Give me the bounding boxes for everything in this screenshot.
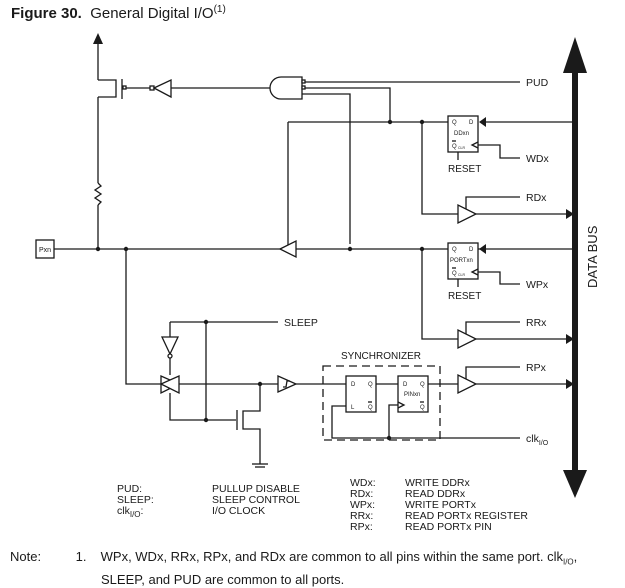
synchronizer-box <box>322 365 441 441</box>
note-line-2: SLEEP, and PUD are common to all ports. <box>101 571 345 587</box>
legend-value: PULLUP DISABLE <box>212 483 300 495</box>
junction-dot <box>95 246 101 252</box>
pullup-resistor <box>93 97 103 249</box>
legend-row: SLEEP: SLEEP CONTROL <box>117 495 300 506</box>
latch-q: Q <box>368 382 373 388</box>
portxn-q: Q <box>452 247 457 253</box>
ddxn-q: Q <box>452 120 457 126</box>
rrx-label: RRx <box>526 317 547 329</box>
legend-key: RPx: <box>350 521 373 533</box>
rpx-read-buffer <box>428 366 574 395</box>
junction-dot <box>387 119 393 125</box>
legend-value: WRITE PORTx <box>405 499 476 511</box>
ddxn-d: D <box>469 120 474 126</box>
figure-note: Note: 1. WPx, WDx, RRx, RPx, and RDx are … <box>10 548 625 588</box>
legend-key: RRx: <box>350 510 374 522</box>
figure-number: Figure 30. <box>11 5 82 22</box>
ddxn-qbar: Q <box>452 144 457 150</box>
latch-l: L <box>351 405 355 411</box>
figure-title: Figure 30. General Digital I/O(1) <box>11 4 226 22</box>
pullup-pmos-transistor <box>98 79 150 99</box>
ddxn-reset-label: RESET <box>448 164 481 175</box>
pinxn-qbar: Q <box>420 405 425 411</box>
legend-row: WPx: WRITE PORTx <box>350 500 528 511</box>
rdx-read-buffer <box>421 122 574 225</box>
latch-d: D <box>351 382 356 388</box>
note-line-1: Note: 1. WPx, WDx, RRx, RPx, and RDx are … <box>10 548 625 571</box>
synchronizer-label: SYNCHRONIZER <box>341 351 421 362</box>
note-text: WPx, WDx, RRx, RPx, and RDx are common t… <box>100 549 563 564</box>
wpx-label: WPx <box>526 279 549 291</box>
legend-value: READ PORTx PIN <box>405 521 492 533</box>
wdx-label: WDx <box>526 153 549 165</box>
legend-row: RPx: READ PORTx PIN <box>350 522 528 533</box>
sleep-inverter <box>160 322 180 375</box>
rdx-label: RDx <box>526 192 547 204</box>
portxn-name: PORTxn <box>450 258 473 264</box>
rpx-label: RPx <box>526 362 547 374</box>
pinxn-name: PINxn <box>404 392 420 398</box>
sync-latch: D Q L Q <box>345 375 377 413</box>
legend-value: READ DDRx <box>405 488 466 500</box>
legend-value: I/O CLOCK <box>212 505 266 517</box>
sleep-nmos-transistor <box>206 384 261 464</box>
pin-pxn: Pxn <box>35 239 282 259</box>
ddxn-register: Q D DDxn Q CLR <box>447 115 574 160</box>
pullup-inverter <box>149 78 274 99</box>
note-label: Note: <box>10 549 42 564</box>
data-bus <box>563 37 587 498</box>
legend-right: WDx: WRITE DDRx RDx: READ DDRx WPx: WRITE P… <box>350 478 528 533</box>
legend-row: RRx: READ PORTx REGISTER <box>350 511 528 522</box>
legend-key: SLEEP: <box>117 494 154 506</box>
legend-value: READ PORTx REGISTER <box>405 510 528 522</box>
legend-value: SLEEP CONTROL <box>212 494 300 506</box>
latch-qbar: Q <box>368 405 373 411</box>
ground-symbol <box>252 463 268 468</box>
vcc-supply-arrow <box>93 33 103 80</box>
portxn-register: Q D PORTxn Q CLR <box>447 242 520 287</box>
note-sub: I/O <box>562 557 574 567</box>
pinxn-q: Q <box>420 382 425 388</box>
legend-row: clkI/O: I/O CLOCK <box>117 505 300 520</box>
legend-key: WPx: <box>350 499 376 511</box>
legend-key: PUD: <box>117 483 143 495</box>
legend-key: WDx: <box>350 477 376 489</box>
portxn-d: D <box>469 247 474 253</box>
legend-row: WDx: WRITE DDRx <box>350 478 528 489</box>
pinxn-d: D <box>403 382 408 388</box>
legend-value: WRITE DDRx <box>405 477 470 489</box>
rrx-read-buffer <box>421 249 574 350</box>
data-bus-label: DATA BUS <box>585 225 600 288</box>
ddxn-clr: CLR <box>458 146 465 150</box>
legend-row: RDx: READ DDRx <box>350 489 528 500</box>
portxn-reset-label: RESET <box>448 291 481 302</box>
legend-row: PUD: PULLUP DISABLE <box>117 484 300 495</box>
portxn-clr: CLR <box>458 273 465 277</box>
junction-dot <box>386 435 392 441</box>
ddxn-name: DDxn <box>454 131 469 137</box>
pin-label: Pxn <box>39 247 51 254</box>
note-comma: , <box>573 549 578 564</box>
pullup-and-gate <box>269 76 520 244</box>
schematic-diagram: PUD Pxn Q D DDxn Q CLR RESET WDx <box>35 33 600 498</box>
output-driver-buffer <box>278 122 574 259</box>
legend-key: clkI/O: <box>117 505 144 520</box>
footnote-ref: (1) <box>213 4 226 15</box>
note-number: 1. <box>75 549 87 564</box>
legend-left: PUD: PULLUP DISABLE SLEEP: SLEEP CONTROL c… <box>117 484 300 520</box>
clk-label: clkI/O <box>526 433 549 447</box>
legend-key: RDx: <box>350 488 374 500</box>
junction-dot <box>347 246 353 252</box>
schmitt-trigger-buffer <box>277 374 346 394</box>
pud-label: PUD <box>526 77 549 89</box>
pinxn-register: D Q PINxn Q <box>397 375 429 413</box>
sleep-label: SLEEP <box>284 317 318 329</box>
portxn-qbar: Q <box>452 271 457 277</box>
figure-title-text: General Digital I/O <box>90 5 214 22</box>
